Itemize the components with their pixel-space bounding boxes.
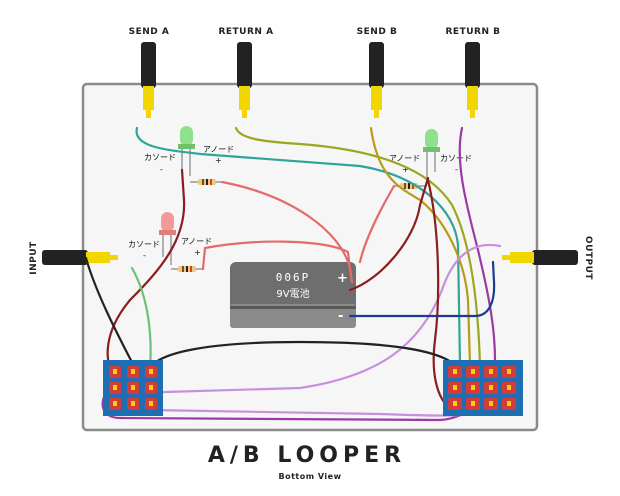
jack-send-a: SEND A <box>129 27 170 118</box>
jack-label-return-b: RETURN B <box>446 27 501 37</box>
wire-maroon <box>106 168 186 382</box>
jack-label-send-a: SEND A <box>129 27 170 37</box>
wire-teal <box>135 126 462 367</box>
led-a-cathode-label: カソード <box>144 153 176 162</box>
led-b-cathode-sign: - <box>455 165 458 174</box>
led-red <box>159 212 176 265</box>
jack-label-input: INPUT <box>29 241 39 275</box>
wire-black-b <box>148 340 460 370</box>
led-b-labels: アノード + カソード - <box>389 154 472 174</box>
wire-navy <box>348 260 496 318</box>
wire-black <box>84 256 137 370</box>
resistor-a <box>190 179 222 185</box>
footswitch-right <box>443 360 523 416</box>
wire-salmon-c <box>358 184 396 264</box>
jack-label-output: OUTPUT <box>583 236 593 281</box>
battery-minus: - <box>338 309 344 324</box>
wire-olive <box>234 126 482 367</box>
resistor-red <box>171 266 203 272</box>
led-a-labels: カソード - アノード + <box>144 145 234 174</box>
led-a-anode-label: アノード <box>203 145 234 154</box>
jack-input: INPUT <box>29 241 118 275</box>
jack-label-send-b: SEND B <box>357 27 398 37</box>
jack-output: OUTPUT <box>502 236 593 281</box>
jack-label-return-a: RETURN A <box>218 27 273 37</box>
led-b-anode-label: アノード <box>389 154 420 163</box>
battery-name: 9V電池 <box>276 287 309 300</box>
battery-plus: + <box>337 271 348 286</box>
led-red-cathode-label: カソード <box>128 240 160 249</box>
wire-gold <box>369 126 472 367</box>
footswitch-left <box>103 360 163 416</box>
battery-model: 006P <box>276 271 311 284</box>
battery-9v: 006P 9V電池 + - <box>230 262 356 328</box>
page-subtitle: Bottom View <box>279 472 342 481</box>
led-a-cathode-sign: - <box>160 165 163 174</box>
wire-maroon-b <box>348 176 430 292</box>
led-a-anode-sign: + <box>215 156 222 165</box>
led-red-cathode-sign: - <box>143 251 146 260</box>
led-red-anode-sign: + <box>194 248 201 257</box>
jack-return-a: RETURN A <box>218 27 273 118</box>
wire-purple <box>101 126 497 422</box>
led-green-b <box>423 129 440 178</box>
led-b-cathode-label: カソード <box>440 154 472 163</box>
wire-salmon-b <box>201 240 352 272</box>
jack-send-b: SEND B <box>357 27 398 118</box>
jack-return-b: RETURN B <box>446 27 501 118</box>
led-red-anode-label: アノード <box>181 237 212 246</box>
led-b-anode-sign: + <box>402 165 409 174</box>
page-title: A/B LOOPER <box>208 443 406 468</box>
led-red-labels: カソード - アノード + <box>128 237 212 260</box>
wire-salmon <box>220 180 354 284</box>
